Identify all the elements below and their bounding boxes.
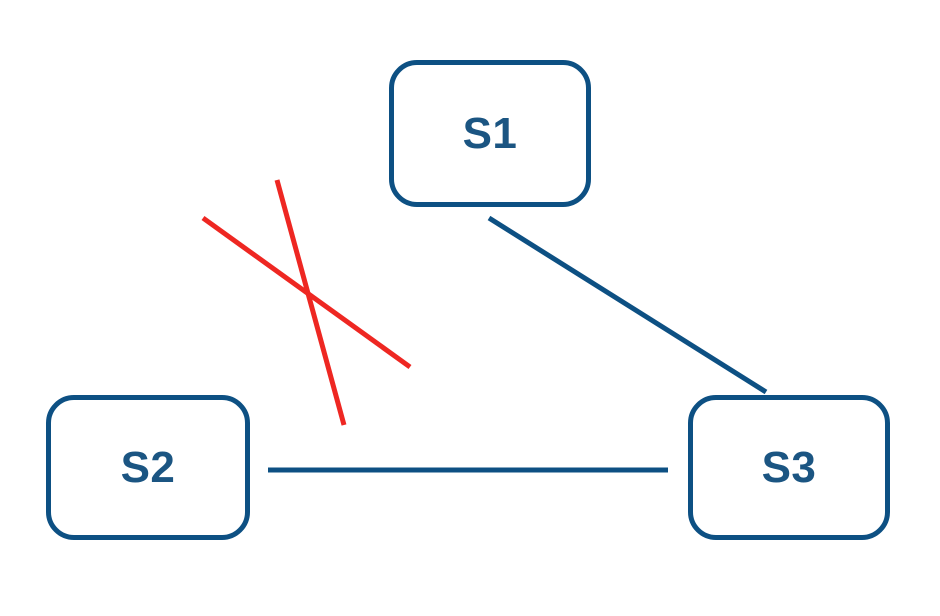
node-s2[interactable]: S2 xyxy=(46,395,250,540)
node-s1-label: S1 xyxy=(462,108,518,158)
edge-s1-s3[interactable] xyxy=(487,215,768,395)
node-s1[interactable]: S1 xyxy=(389,60,591,207)
node-s3[interactable]: S3 xyxy=(688,395,890,540)
node-s2-label: S2 xyxy=(120,442,176,492)
node-s3-label: S3 xyxy=(761,442,817,492)
cross-stroke-2 xyxy=(274,179,347,426)
broken-link-cross-icon xyxy=(201,179,412,426)
